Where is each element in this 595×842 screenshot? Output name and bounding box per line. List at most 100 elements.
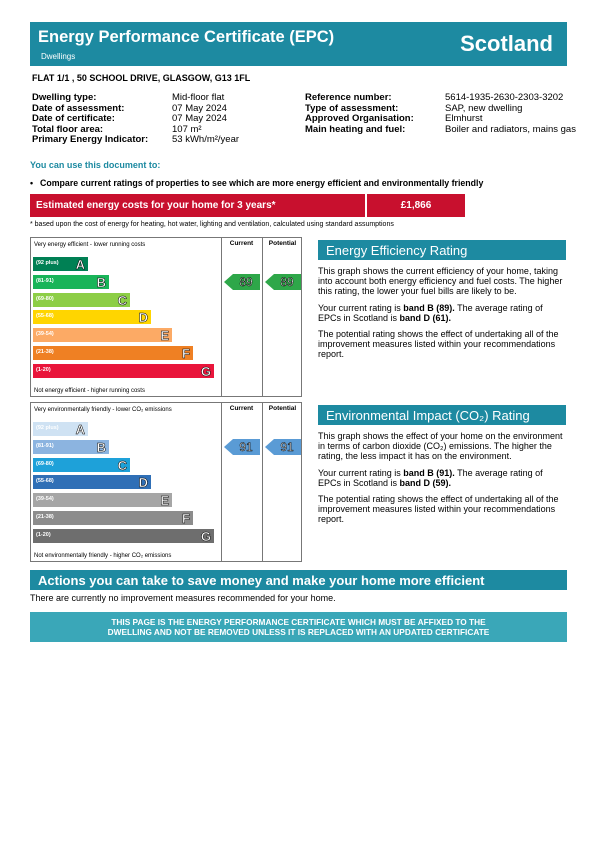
description-paragraph: This graph shows the current efficiency …: [318, 266, 563, 297]
potential-paragraph: The potential rating shows the effect of…: [318, 494, 559, 525]
detail-value: 53 kWh/m²/year: [172, 134, 240, 145]
detail-label: Date of certificate:: [32, 113, 115, 124]
detail-value: Elmhurst: [445, 113, 483, 124]
rating-text: The average rating of EPCs in Scotland i…: [318, 302, 543, 323]
arrow-polygon: [224, 273, 260, 290]
potential-rating-arrow: 91: [265, 438, 301, 455]
band-letter: B: [96, 274, 106, 291]
potential-column-header: Potential: [268, 240, 297, 247]
costs-value: £1,866: [400, 200, 432, 211]
potential-rating-arrow: 89: [265, 273, 301, 290]
dwelling-details: Dwelling type:Mid-floor flat Date of ass…: [32, 92, 240, 146]
band-letter: B: [96, 439, 106, 456]
arrow-polygon: [265, 438, 301, 455]
potential-paragraph: The potential rating shows the effect of…: [318, 329, 559, 360]
costs-label: Estimated energy costs for your home for…: [36, 200, 276, 211]
current-rating-value: 91: [239, 439, 253, 455]
band-range: (21-38): [36, 349, 54, 355]
potential-rating-value: 89: [280, 274, 294, 290]
detail-label: Type of assessment:: [305, 102, 399, 114]
detail-label: Dwelling type:: [32, 92, 97, 103]
energy-costs-bar: Estimated energy costs for your home for…: [30, 194, 465, 217]
band-letter: F: [182, 346, 190, 362]
detail-value: Boiler and radiators, mains gas: [445, 123, 576, 135]
potential-column-header: Potential: [268, 405, 297, 412]
band-letter: A: [75, 257, 85, 273]
document-subtitle: Dwellings: [41, 52, 76, 61]
rating-band-b: (81-91) B: [33, 274, 109, 291]
band-letter: D: [138, 310, 148, 326]
band-letter: E: [160, 328, 169, 344]
detail-label: Total floor area:: [32, 123, 104, 135]
environmental-rating-heading: Environmental Impact (CO₂) Rating: [318, 405, 566, 425]
current-rating-arrow: 91: [224, 438, 260, 455]
environmental-impact-graph: Current Potential Very environmentally f…: [30, 402, 302, 562]
column-divider: [262, 403, 263, 561]
current-band: band B (91).: [403, 467, 455, 478]
rating-band-e: (39-54) E: [33, 493, 172, 509]
detail-value: 5614-1935-2630-2303-3202: [445, 92, 564, 103]
energy-efficiency-graph: Current Potential Very energy efficient …: [30, 237, 302, 397]
band-letter: A: [75, 422, 85, 438]
detail-label: Primary Energy Indicator:: [32, 134, 149, 145]
column-divider: [262, 238, 263, 396]
band-letter: C: [117, 292, 127, 308]
detail-label: Approved Organisation:: [305, 113, 414, 124]
affix-notice: THIS PAGE IS THE ENERGY PERFORMANCE CERT…: [30, 612, 567, 642]
average-band: band D (59).: [399, 477, 452, 488]
band-range: (92 plus): [36, 425, 59, 431]
detail-value: 07 May 2024: [172, 102, 227, 114]
graph-bottom-note: Not environmentally friendly - higher CO…: [34, 553, 172, 559]
band-range: (55-68): [36, 478, 54, 485]
band-range: (1-20): [36, 531, 51, 538]
rating-text: Your current rating is: [318, 302, 404, 313]
column-divider: [221, 238, 222, 396]
rating-text: Your current rating is: [318, 467, 404, 478]
detail-value: 107 m²: [172, 123, 202, 135]
band-range: (1-20): [36, 366, 51, 373]
band-letter: E: [160, 493, 169, 509]
rating-band-g: (1-20)G: [33, 529, 214, 544]
band-letter: C: [117, 457, 127, 473]
band-range: (69-80): [36, 295, 54, 302]
costs-footnote: * based upon the cost of energy for heat…: [30, 221, 394, 228]
detail-value: SAP, new dwelling: [445, 102, 523, 114]
band-range: (39-54): [36, 331, 54, 338]
arrow-shape: [265, 438, 301, 455]
band-range: (81-91): [36, 277, 54, 284]
band-range: (69-80): [36, 460, 54, 467]
rating-band-b: (81-91) B: [33, 439, 109, 456]
use-heading: You can use this document to:: [30, 160, 161, 170]
rating-band-c: (69-80) C: [33, 457, 130, 473]
rating-band-f: (21-38) F: [33, 346, 193, 362]
current-band: band B (89).: [403, 302, 455, 313]
notice-line: DWELLING AND NOT BE REMOVED UNLESS IT IS…: [107, 627, 490, 637]
detail-label: Date of assessment:: [32, 102, 125, 114]
document-title: Energy Performance Certificate (EPC): [38, 28, 335, 46]
rating-band-a: (92 plus) A: [33, 422, 88, 438]
rating-band-e: (39-54) E: [33, 328, 172, 344]
rating-band-a: (92 plus) A: [33, 257, 88, 273]
actions-heading: Actions you can take to save money and m…: [30, 570, 567, 590]
rating-text: The average rating of EPCs in Scotland i…: [318, 467, 543, 488]
rating-band-d: (55-68)D: [33, 310, 151, 326]
band-range: (92 plus): [36, 260, 59, 266]
current-rating-value: 89: [239, 274, 253, 290]
rating-band-d: (55-68)D: [33, 475, 151, 491]
rating-band-f: (21-38)F: [33, 511, 193, 527]
arrow-polygon: [224, 438, 260, 455]
arrow-shape: [265, 273, 301, 290]
band-letter: G: [200, 363, 212, 380]
actions-text: There are currently no improvement measu…: [30, 593, 336, 603]
costs-divider: [365, 194, 367, 217]
band-range: (39-54): [36, 496, 54, 503]
band-range: (81-91): [36, 442, 54, 449]
certificate-details: Reference number:5614-1935-2630-2303-320…: [305, 92, 580, 135]
current-rating-arrow: 89: [224, 273, 260, 290]
country-label: Scotland: [460, 31, 553, 56]
graph-top-note: Very environmentally friendly - lower CO…: [34, 407, 172, 413]
graph-bottom-note: Not energy efficient - higher running co…: [34, 388, 145, 394]
arrow-shape: [224, 273, 260, 290]
potential-rating-value: 91: [280, 439, 294, 455]
band-letter: F: [182, 511, 190, 527]
